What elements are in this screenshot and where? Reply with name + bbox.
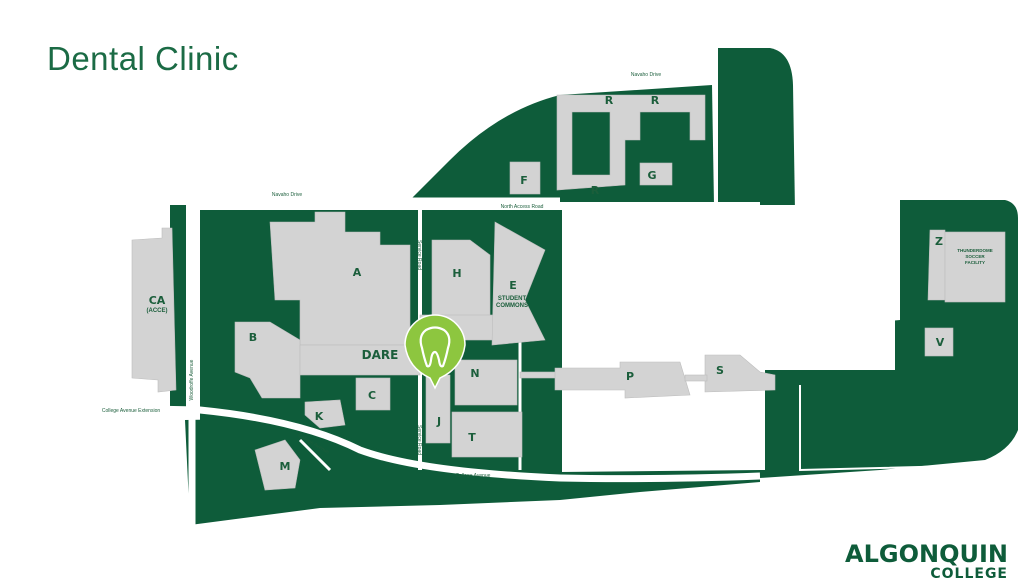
building-g [639, 162, 673, 186]
label-dare: DARE [362, 348, 399, 362]
logo-line2: COLLEGE [930, 566, 1008, 582]
building-b [234, 321, 301, 399]
algonquin-college-logo: ALGONQUIN COLLEGE [845, 542, 1008, 582]
building-t [451, 411, 523, 458]
road-woodroffe: Woodroffe Avenue [189, 359, 195, 400]
building-m [254, 439, 301, 491]
label-c: C [368, 389, 376, 402]
building-thunderdome [944, 231, 1006, 303]
building-h [431, 239, 491, 319]
label-k: K [315, 410, 324, 423]
building-s [704, 354, 776, 393]
logo-line1: ALGONQUIN [845, 540, 1008, 568]
label-z-sub2: SOCCER [965, 254, 985, 259]
page-title: Dental Clinic [47, 40, 239, 77]
building-c [355, 377, 391, 411]
label-t: T [468, 431, 476, 444]
road-navaho-north: Navaho Drive [631, 72, 662, 78]
label-a: A [353, 266, 362, 279]
label-v: V [936, 336, 945, 349]
building-e [491, 221, 546, 346]
building-f [509, 161, 541, 195]
building-j [425, 374, 451, 444]
roads [80, 197, 1001, 525]
label-e-sub2: COMMONS [496, 303, 528, 309]
label-e: E [509, 279, 517, 292]
road-north-access: North Access Road [501, 204, 544, 210]
label-h: H [452, 267, 461, 280]
label-n: N [470, 367, 479, 380]
label-r2: R [651, 94, 660, 107]
building-v [924, 327, 954, 357]
building-n [454, 359, 518, 406]
label-m: M [280, 460, 291, 473]
label-s: S [716, 364, 724, 377]
label-z: Z [935, 235, 943, 248]
road-service-1: Service Road [416, 240, 422, 270]
label-j: J [436, 415, 441, 428]
label-p: P [626, 370, 634, 383]
road-college-ext: College Avenue Extension [102, 408, 161, 414]
building-r [556, 94, 706, 191]
road-college-ave-2: College Avenue [456, 473, 491, 479]
dental-clinic-pin[interactable] [404, 314, 466, 390]
tooth-icon [419, 326, 451, 368]
building-a [269, 211, 411, 346]
road-navaho-west: Navaho Drive [272, 192, 303, 198]
building-ca [131, 227, 177, 393]
label-b: B [249, 331, 257, 344]
label-ca: CA [149, 294, 166, 307]
label-e-sub1: STUDENT [498, 296, 527, 302]
buildings [131, 94, 1006, 491]
label-ca-sub: (ACCE) [147, 308, 168, 314]
label-r3: R [591, 184, 600, 197]
label-g: G [647, 169, 656, 182]
building-k [304, 399, 346, 429]
road-service-2: Service Road [416, 425, 422, 455]
building-p [554, 361, 691, 399]
label-f: F [520, 174, 528, 187]
label-z-sub1: THUNDERDOME [957, 248, 993, 253]
label-r1: R [605, 94, 614, 107]
label-z-sub3: FACILITY [965, 260, 985, 265]
building-dare [299, 344, 421, 376]
